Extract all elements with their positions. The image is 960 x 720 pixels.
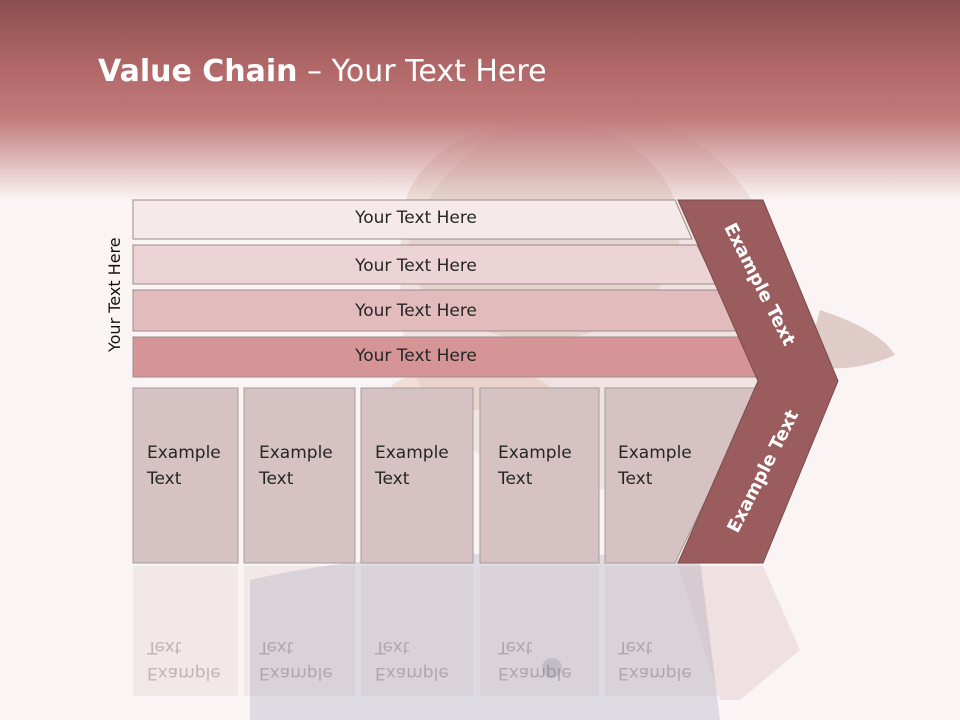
box-label-2-line1: Example — [259, 443, 333, 463]
box-3 — [360, 387, 474, 564]
box-reflection-4-line1: Example — [498, 663, 572, 683]
title-bold: Value Chain — [98, 54, 298, 89]
title-rest: – Your Text Here — [297, 54, 547, 89]
box-reflection-5: Example Text — [618, 634, 692, 686]
box-label-3-line2: Text — [375, 469, 410, 489]
box-label-1: Example Text — [147, 440, 247, 492]
row-label-2: Your Text Here — [355, 256, 477, 276]
box-label-3: Example Text — [375, 440, 475, 492]
box-label-2: Example Text — [259, 440, 359, 492]
box-label-1-line1: Example — [147, 443, 221, 463]
box-reflection-2: Example Text — [259, 634, 333, 686]
box-reflection-1-line2: Text — [147, 637, 182, 657]
box-reflection-5-line2: Text — [618, 637, 653, 657]
box-label-5: Example Text — [618, 440, 718, 492]
box-label-1-line2: Text — [147, 469, 182, 489]
box-5 — [604, 387, 761, 564]
box-reflection-2-line1: Example — [259, 663, 333, 683]
box-reflection-4: Example Text — [498, 634, 572, 686]
row-label-1: Your Text Here — [355, 208, 477, 228]
chevron-arrow — [677, 199, 839, 564]
box-label-5-line1: Example — [618, 443, 692, 463]
box-2 — [243, 387, 356, 564]
reflection — [133, 566, 800, 700]
box-4 — [479, 387, 600, 564]
box-reflection-1: Example Text — [147, 634, 221, 686]
box-reflection-3: Example Text — [375, 634, 449, 686]
box-reflection-3-line2: Text — [375, 637, 410, 657]
box-label-3-line1: Example — [375, 443, 449, 463]
box-reflection-3-line1: Example — [375, 663, 449, 683]
slide-title: Value Chain – Your Text Here — [98, 54, 547, 89]
box-label-4-line2: Text — [498, 469, 533, 489]
box-reflection-2-line2: Text — [259, 637, 294, 657]
box-label-2-line2: Text — [259, 469, 294, 489]
box-label-4: Example Text — [498, 440, 598, 492]
box-reflection-4-line2: Text — [498, 637, 533, 657]
header-band — [0, 0, 960, 200]
box-reflection-1-line1: Example — [147, 663, 221, 683]
box-label-5-line2: Text — [618, 469, 653, 489]
box-1 — [132, 387, 239, 564]
row-bar-1 — [132, 199, 693, 240]
row-label-3: Your Text Here — [355, 301, 477, 321]
box-reflection-5-line1: Example — [618, 663, 692, 683]
box-label-4-line1: Example — [498, 443, 572, 463]
row-label-4: Your Text Here — [355, 346, 477, 366]
